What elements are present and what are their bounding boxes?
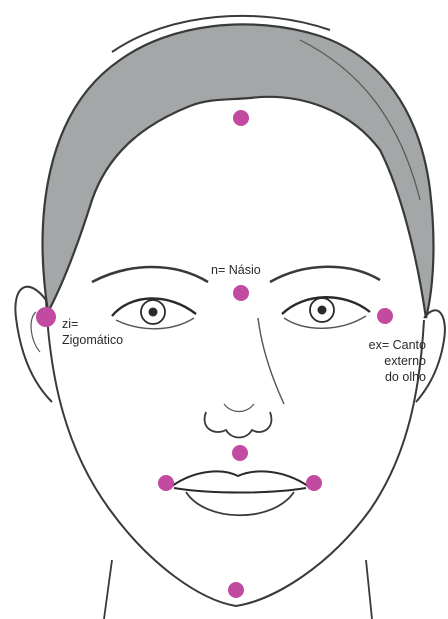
- label-eye-corner-line3: do olho: [348, 369, 426, 385]
- landmark-zygomatic: [36, 307, 56, 327]
- label-nasion-text: n= Násio: [211, 263, 261, 277]
- left-eyebrow: [92, 267, 208, 282]
- landmark-nasion: [233, 285, 249, 301]
- right-eyebrow: [270, 267, 380, 282]
- neck-left: [104, 560, 112, 619]
- label-eye-corner: ex= Canto externo do olho: [348, 337, 426, 385]
- label-zygomatic: zi= Zigomático: [62, 316, 123, 348]
- label-nasion: n= Násio: [211, 262, 261, 278]
- neck-right: [366, 560, 372, 619]
- label-zygomatic-line2: Zigomático: [62, 332, 123, 348]
- nose-tip: [224, 404, 254, 412]
- label-eye-corner-line1: ex= Canto: [348, 337, 426, 353]
- landmark-forehead: [233, 110, 249, 126]
- lip-line: [174, 488, 306, 493]
- landmark-chin: [228, 582, 244, 598]
- label-eye-corner-line2: externo: [348, 353, 426, 369]
- landmark-mouth-right: [306, 475, 322, 491]
- nose-base: [205, 412, 272, 438]
- nose-bridge: [258, 318, 284, 404]
- upper-lip: [172, 471, 308, 486]
- landmark-eye-corner: [377, 308, 393, 324]
- right-pupil: [318, 306, 327, 315]
- landmark-mouth-left: [158, 475, 174, 491]
- landmark-subnasal: [232, 445, 248, 461]
- lower-lip: [186, 492, 294, 515]
- left-pupil: [149, 308, 158, 317]
- label-zygomatic-line1: zi=: [62, 316, 123, 332]
